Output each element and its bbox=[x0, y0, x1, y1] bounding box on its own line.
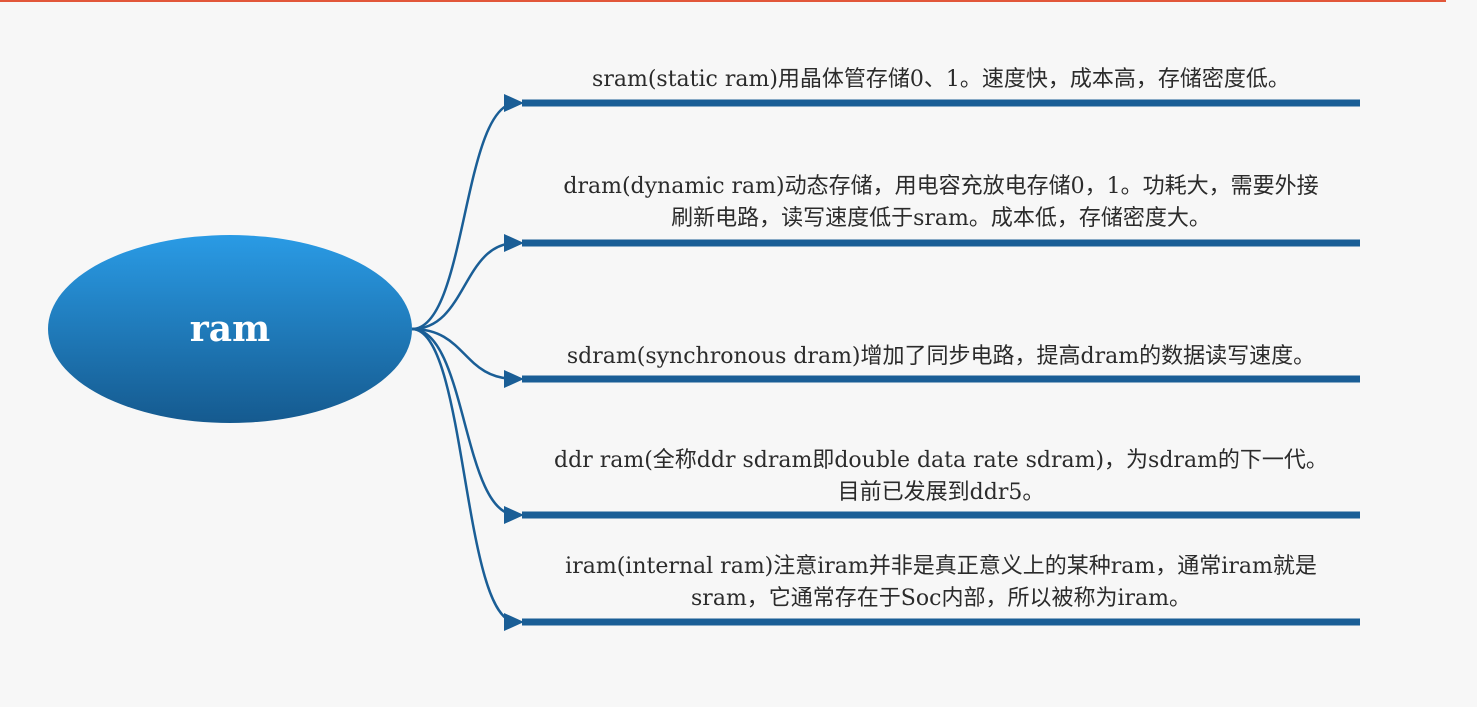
branch-dram-line-1: dram(dynamic ram)动态存储，用电容充放电存储0，1。功耗大，需要… bbox=[563, 174, 1319, 199]
branch-iram-line-1: iram(internal ram)注意iram并非是真正意义上的某种ram，通… bbox=[565, 554, 1317, 579]
underline-iram bbox=[522, 618, 1360, 626]
connector-ddr-ram bbox=[411, 327, 517, 517]
branch-sram: sram(static ram)用晶体管存储0、1。速度快，成本高，存储密度低。 bbox=[520, 64, 1362, 96]
root-node bbox=[48, 235, 412, 423]
branch-dram-line-2: 刷新电路，读写速度低于sram。成本低，存储密度大。 bbox=[671, 206, 1211, 231]
connector-iram bbox=[411, 327, 517, 624]
arrowhead-ddr-ram bbox=[504, 506, 524, 524]
branch-ddr-ram-line-2: 目前已发展到ddr5。 bbox=[837, 480, 1045, 505]
arrowhead-iram bbox=[504, 613, 524, 631]
underline-sram bbox=[522, 99, 1360, 107]
arrowhead-sram bbox=[504, 94, 524, 112]
arrowhead-dram bbox=[504, 234, 524, 252]
branch-sram-line-1: sram(static ram)用晶体管存储0、1。速度快，成本高，存储密度低。 bbox=[592, 67, 1290, 92]
underline-ddr-ram bbox=[522, 511, 1360, 519]
branch-dram: dram(dynamic ram)动态存储，用电容充放电存储0，1。功耗大，需要… bbox=[520, 171, 1362, 235]
top-accent-rule bbox=[0, 0, 1446, 2]
connector-sdram bbox=[411, 327, 517, 381]
branch-underlines bbox=[522, 99, 1360, 626]
root-node-label: ram bbox=[189, 308, 271, 350]
connectors bbox=[411, 94, 524, 631]
underline-dram bbox=[522, 239, 1360, 247]
branch-iram: iram(internal ram)注意iram并非是真正意义上的某种ram，通… bbox=[520, 551, 1362, 615]
branch-sdram-line-1: sdram(synchronous dram)增加了同步电路，提高dram的数据… bbox=[566, 344, 1316, 369]
connector-sram bbox=[411, 101, 517, 331]
arrowhead-sdram bbox=[504, 370, 524, 388]
branch-ddr-ram-line-1: ddr ram(全称ddr sdram即double data rate sdr… bbox=[554, 448, 1328, 473]
connector-dram bbox=[411, 241, 517, 331]
branch-sdram: sdram(synchronous dram)增加了同步电路，提高dram的数据… bbox=[520, 341, 1362, 373]
underline-sdram bbox=[522, 375, 1360, 383]
branch-ddr-ram: ddr ram(全称ddr sdram即double data rate sdr… bbox=[520, 445, 1362, 509]
branch-iram-line-2: sram，它通常存在于Soc内部，所以被称为iram。 bbox=[691, 586, 1191, 611]
